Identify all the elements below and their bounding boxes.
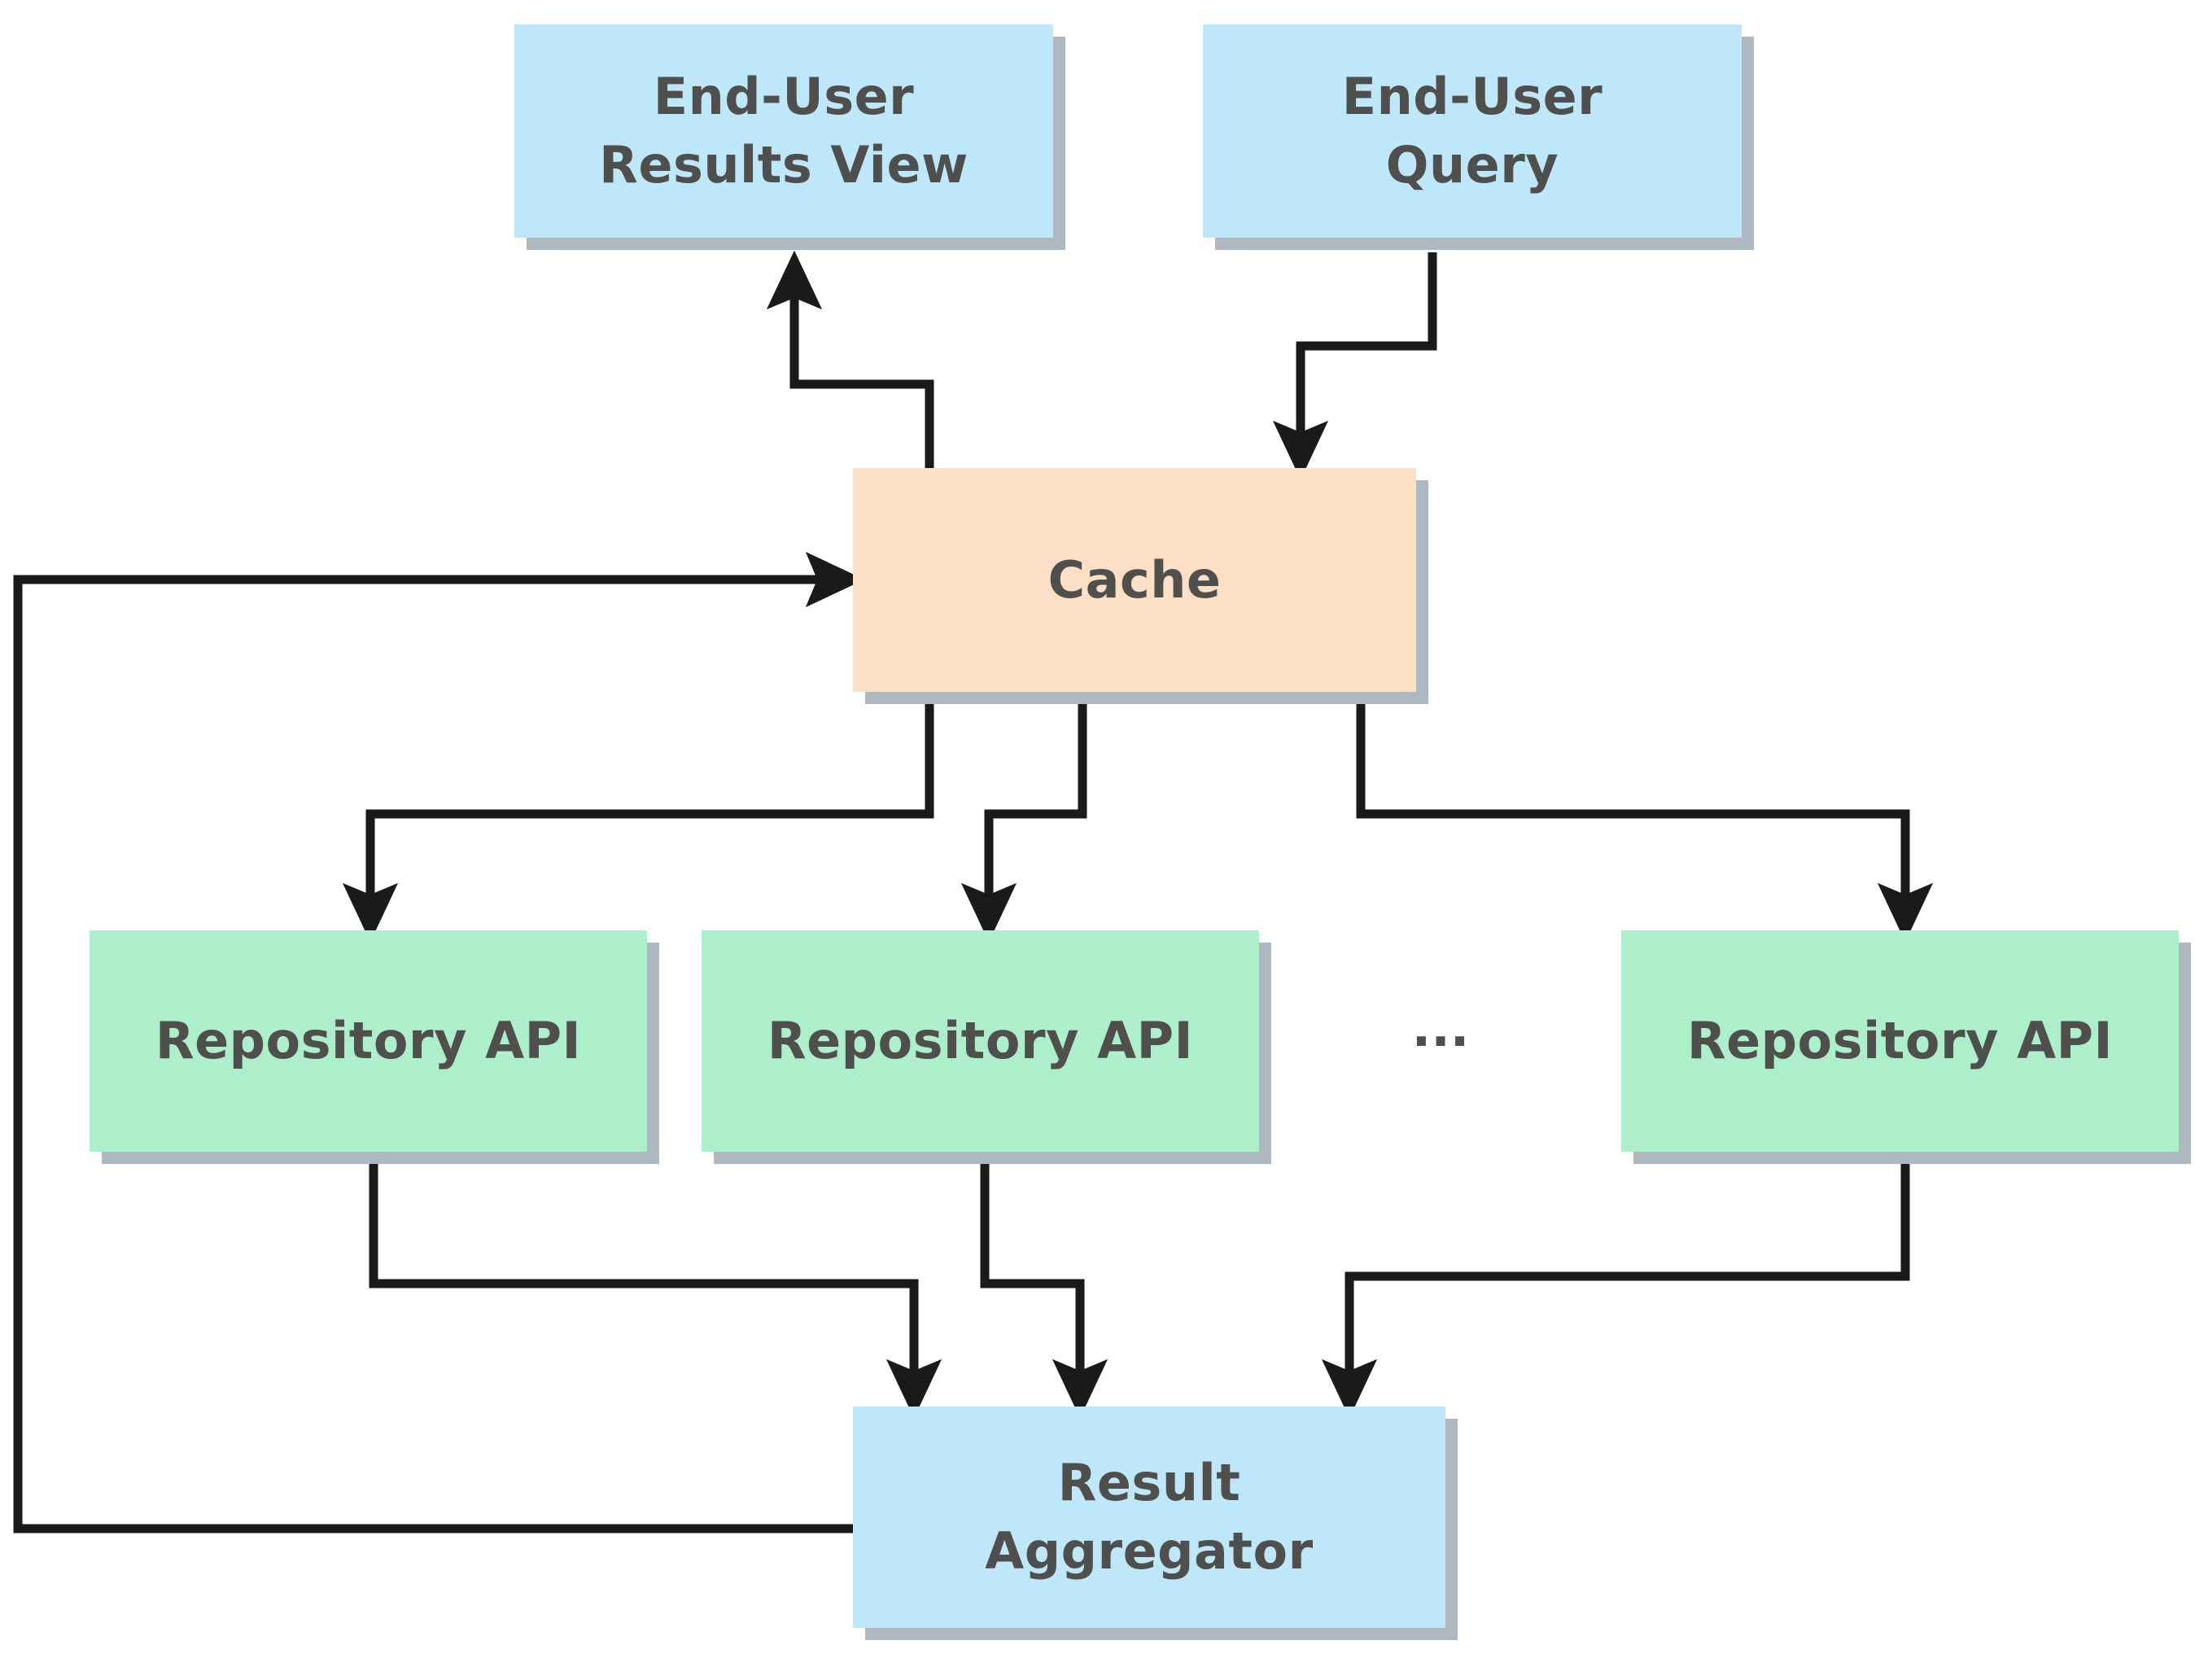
repository-ellipsis-label: ···	[1411, 1012, 1470, 1071]
node-label-repository-api-1: Repository API	[155, 1011, 582, 1071]
node-label-query: End-User Query	[1341, 67, 1603, 195]
edge-cache-to-results-view	[766, 250, 934, 468]
node-label-repository-api-2: Repository API	[767, 1011, 1194, 1071]
node-repository-api-2[interactable]: Repository API	[702, 930, 1259, 1152]
node-repository-api-1[interactable]: Repository API	[90, 930, 647, 1152]
edge-repository-api-1-to-aggregator	[369, 1156, 942, 1419]
edge-repository-api-3-to-aggregator	[1321, 1156, 1910, 1419]
node-label-cache: Cache	[1047, 549, 1222, 610]
node-cache[interactable]: Cache	[853, 468, 1416, 692]
edge-repository-api-2-to-aggregator	[980, 1156, 1108, 1419]
repository-ellipsis: ···	[1384, 1009, 1498, 1074]
node-repository-api-3[interactable]: Repository API	[1621, 930, 2179, 1152]
node-label-results-view: End-User Results View	[599, 67, 969, 195]
edge-cache-to-repository-api-3	[1356, 696, 1934, 943]
node-result-aggregator[interactable]: Result Aggregator	[853, 1407, 1445, 1628]
node-label-repository-api-3: Repository API	[1686, 1011, 2114, 1071]
edge-cache-to-repository-api-2	[960, 696, 1087, 943]
edge-query-to-cache	[1272, 252, 1437, 480]
node-label-result-aggregator: Result Aggregator	[985, 1453, 1314, 1581]
node-results-view[interactable]: End-User Results View	[514, 24, 1053, 238]
edge-cache-to-repository-api-1	[342, 696, 934, 943]
node-query[interactable]: End-User Query	[1203, 24, 1742, 238]
